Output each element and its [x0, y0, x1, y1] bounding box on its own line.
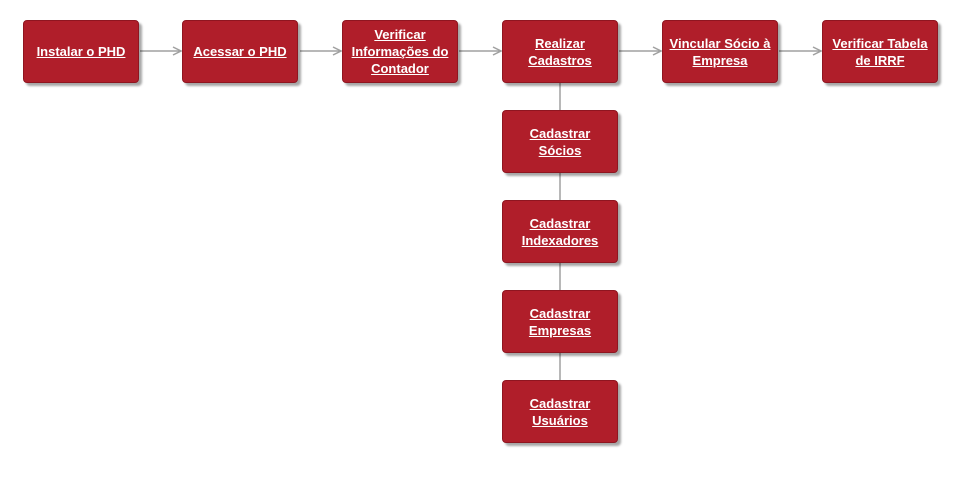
step-instalar-phd-label: Instalar o PHD [36, 44, 126, 59]
substep-cadastrar-usuarios-label: Cadastrar Usuários [529, 395, 591, 428]
substep-cadastrar-usuarios[interactable]: Cadastrar Usuários [502, 380, 618, 443]
step-realizar-cadastros[interactable]: Realizar Cadastros [502, 20, 618, 83]
step-acessar-phd[interactable]: Acessar o PHD [182, 20, 298, 83]
step-verificar-irrf-label: Verificar Tabela de IRRF [832, 35, 928, 68]
step-verificar-irrf[interactable]: Verificar Tabela de IRRF [822, 20, 938, 83]
step-vincular-socio-label: Vincular Sócio à Empresa [669, 35, 771, 68]
substep-cadastrar-indexadores-label: Cadastrar Indexadores [521, 215, 599, 248]
step-verificar-contador[interactable]: Verificar Informações do Contador [342, 20, 458, 83]
step-acessar-phd-label: Acessar o PHD [193, 44, 287, 59]
step-realizar-cadastros-label: Realizar Cadastros [528, 35, 592, 68]
substep-cadastrar-empresas-label: Cadastrar Empresas [528, 305, 592, 338]
substep-cadastrar-socios[interactable]: Cadastrar Sócios [502, 110, 618, 173]
step-instalar-phd[interactable]: Instalar o PHD [23, 20, 139, 83]
substep-cadastrar-indexadores[interactable]: Cadastrar Indexadores [502, 200, 618, 263]
step-verificar-contador-label: Verificar Informações do Contador [351, 27, 449, 76]
step-vincular-socio[interactable]: Vincular Sócio à Empresa [662, 20, 778, 83]
substep-cadastrar-empresas[interactable]: Cadastrar Empresas [502, 290, 618, 353]
substep-cadastrar-socios-label: Cadastrar Sócios [529, 125, 591, 158]
